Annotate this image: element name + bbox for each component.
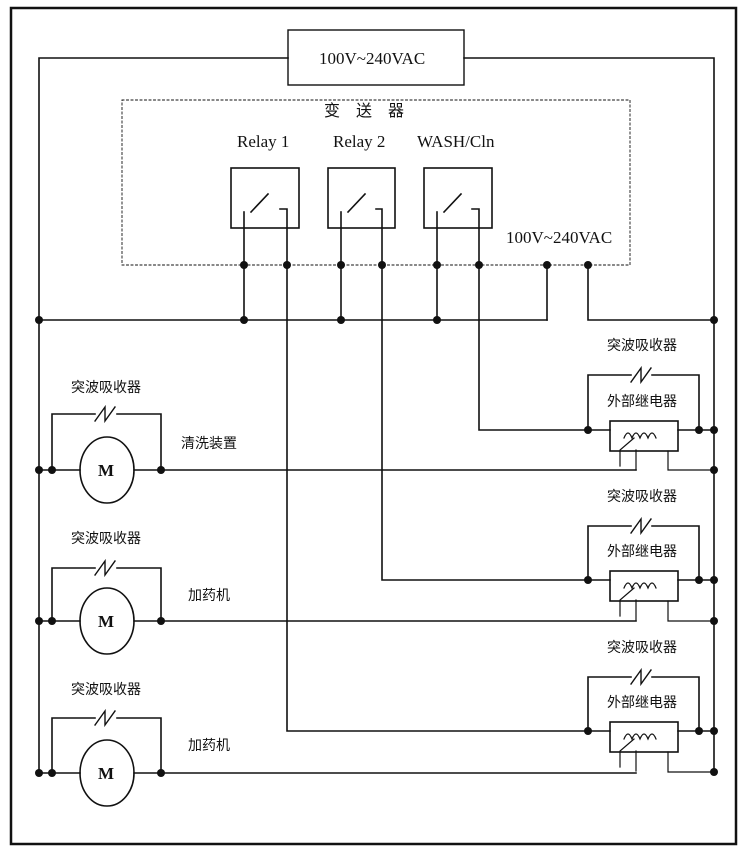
relay-2-label: Relay 2 bbox=[333, 132, 386, 151]
right-unit-3 bbox=[587, 667, 715, 773]
right-surge-label-2: 突波吸收器 bbox=[607, 490, 677, 505]
relay1-output-line bbox=[286, 264, 589, 732]
transmitter-title: 变 送 器 bbox=[324, 103, 411, 120]
right-relay-label-2: 外部继电器 bbox=[607, 545, 677, 560]
wash-relay-switch bbox=[423, 167, 493, 266]
relay-1-switch bbox=[230, 167, 300, 266]
right-relay-label-3: 外部继电器 bbox=[607, 696, 677, 711]
left-surge-label-1: 突波吸收器 bbox=[71, 381, 141, 396]
motor-3-symbol: M bbox=[98, 764, 115, 783]
device-label-1: 清洗装置 bbox=[181, 437, 237, 452]
left-unit-3 bbox=[38, 708, 637, 807]
device-label-3: 加药机 bbox=[188, 739, 230, 754]
left-surge-label-3: 突波吸收器 bbox=[71, 683, 141, 698]
supply-label: 100V~240VAC bbox=[319, 49, 426, 68]
junction-dots bbox=[35, 261, 718, 777]
relay-2-switch bbox=[327, 167, 396, 266]
right-surge-label-3: 突波吸收器 bbox=[607, 641, 677, 656]
left-surge-label-2: 突波吸收器 bbox=[71, 532, 141, 547]
right-unit-1 bbox=[587, 365, 715, 471]
transmitter-enclosure bbox=[121, 99, 631, 266]
wash-output-line bbox=[478, 264, 589, 431]
right-relay-label-1: 外部继电器 bbox=[607, 395, 677, 410]
right-unit-2 bbox=[587, 516, 715, 622]
right-main-bus bbox=[463, 57, 715, 775]
relay2-output-line bbox=[381, 264, 589, 581]
left-unit-1 bbox=[38, 404, 637, 504]
motor-1-symbol: M bbox=[98, 461, 115, 480]
left-main-bus bbox=[38, 57, 289, 775]
motor-2-symbol: M bbox=[98, 612, 115, 631]
wash-relay-label: WASH/Cln bbox=[417, 132, 495, 151]
right-surge-label-1: 突波吸收器 bbox=[607, 339, 677, 354]
left-unit-2 bbox=[38, 558, 637, 655]
outer-frame bbox=[9, 6, 738, 846]
device-label-2: 加药机 bbox=[188, 589, 230, 604]
transmitter-power-label: 100V~240VAC bbox=[506, 228, 613, 247]
relay-1-label: Relay 1 bbox=[237, 132, 290, 151]
